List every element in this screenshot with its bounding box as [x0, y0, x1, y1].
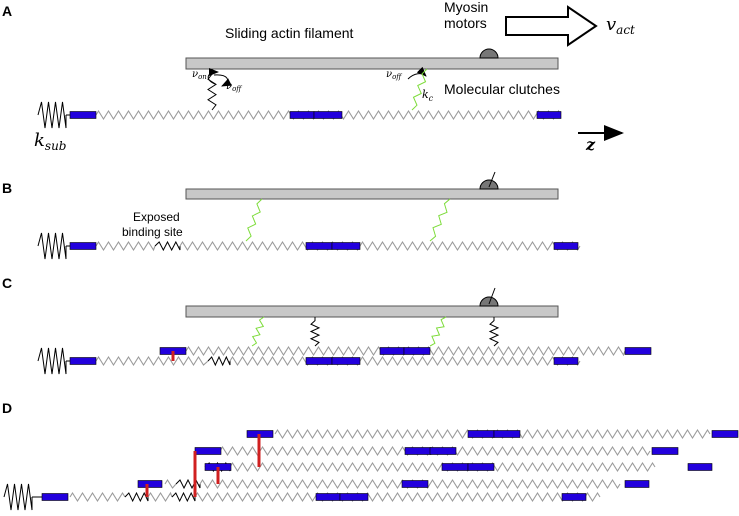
myosin-head-icon — [479, 179, 499, 190]
talin-block — [305, 357, 333, 365]
talin-block — [289, 111, 315, 119]
talin-helix — [194, 491, 601, 503]
substrate-spring — [37, 101, 67, 129]
clutch-spring — [245, 198, 263, 242]
talin-helix — [229, 461, 656, 473]
talin-helix — [69, 491, 126, 503]
talin-block — [711, 430, 739, 438]
talin-block — [305, 242, 333, 250]
talin-block — [403, 347, 431, 355]
actin-filament — [185, 188, 559, 200]
panel-c — [185, 305, 559, 318]
talin-helix — [95, 109, 561, 121]
talin-helix — [229, 355, 581, 367]
talin-block — [429, 447, 457, 455]
panel-label-a: A — [2, 3, 12, 19]
actin-filament — [185, 305, 559, 318]
panel-label-c: C — [2, 275, 12, 291]
nu-on-label: νon — [192, 69, 207, 81]
talin-block — [687, 463, 713, 471]
myosin-head-icon — [479, 48, 499, 59]
bound-clutch-spring — [207, 69, 217, 111]
substrate-spring — [3, 483, 33, 511]
mechanical-elements — [3, 48, 739, 511]
myosin-label-line1: Myosin — [444, 0, 488, 15]
talin-helix — [95, 355, 209, 367]
panel-label-d: D — [2, 400, 12, 416]
talin-helix — [179, 240, 581, 252]
bound-clutch-spring — [309, 317, 321, 347]
talin-block — [194, 447, 222, 455]
clutch-spring — [411, 68, 428, 111]
talin-block — [467, 463, 495, 471]
unbinding-arrow-icon — [213, 74, 232, 87]
clutches-label: Molecular clutches — [444, 81, 560, 97]
talin-block — [339, 493, 369, 501]
talin-block — [331, 242, 361, 250]
talin-helix — [147, 491, 173, 503]
substrate-spring — [37, 347, 67, 375]
talin-block — [536, 111, 562, 119]
talin-block — [331, 357, 361, 365]
exposed-site-label-line1: Exposed — [133, 210, 180, 224]
panel-label-b: B — [2, 180, 12, 196]
myosin-head-icon — [479, 296, 499, 307]
talin-block — [553, 242, 579, 250]
talin-block — [137, 480, 163, 488]
filament-label: Sliding actin filament — [225, 25, 354, 41]
exposed-site-spring — [154, 240, 181, 252]
unbinding-arrow-right-icon — [407, 66, 427, 80]
myosin-label-line2: motors — [444, 15, 487, 31]
clutch-spring — [251, 316, 265, 347]
myosin-lever-icon — [488, 287, 496, 305]
talin-block — [313, 111, 343, 119]
velocity-arrow-icon — [505, 5, 598, 47]
talin-block — [624, 480, 650, 488]
talin-block — [69, 242, 97, 250]
talin-block — [467, 430, 495, 438]
talin-helix — [95, 240, 156, 252]
clutch-spring — [429, 316, 447, 347]
k-sub-label: ksub — [34, 130, 67, 153]
talin-block — [553, 357, 579, 365]
talin-block — [624, 347, 652, 355]
talin-block — [561, 493, 587, 501]
talin-block — [493, 430, 521, 438]
panel-b: Exposed binding site — [122, 188, 559, 239]
nu-off-label: νoff — [226, 81, 242, 93]
spring — [124, 491, 149, 503]
talin-block — [69, 357, 97, 365]
talin-block — [441, 463, 469, 471]
z-label: z — [585, 135, 596, 154]
talin-block — [69, 111, 97, 119]
bound-clutch-spring — [488, 317, 500, 347]
exposed-site-spring — [207, 355, 231, 367]
nu-off-label-right: νoff — [386, 69, 402, 81]
talin-block — [379, 347, 405, 355]
talin-helix — [274, 428, 711, 440]
actin-filament — [185, 57, 559, 70]
panel-a: Sliding actin filament Myosin motors Mol… — [34, 0, 635, 154]
spring — [171, 491, 196, 503]
talin-block — [651, 447, 679, 455]
talin-block — [41, 493, 69, 501]
substrate-spring — [37, 232, 67, 260]
talin-helix — [164, 478, 177, 489]
talin-block — [404, 447, 432, 455]
k-c-label: kc — [422, 88, 434, 103]
clutch-spring — [429, 198, 451, 242]
talin-block — [315, 493, 341, 501]
talin-block — [401, 480, 429, 488]
exposed-site-label-line2: binding site — [122, 225, 183, 239]
spring — [175, 478, 201, 490]
v-act-label: vact — [606, 14, 635, 37]
myosin-lever-icon — [488, 171, 496, 188]
